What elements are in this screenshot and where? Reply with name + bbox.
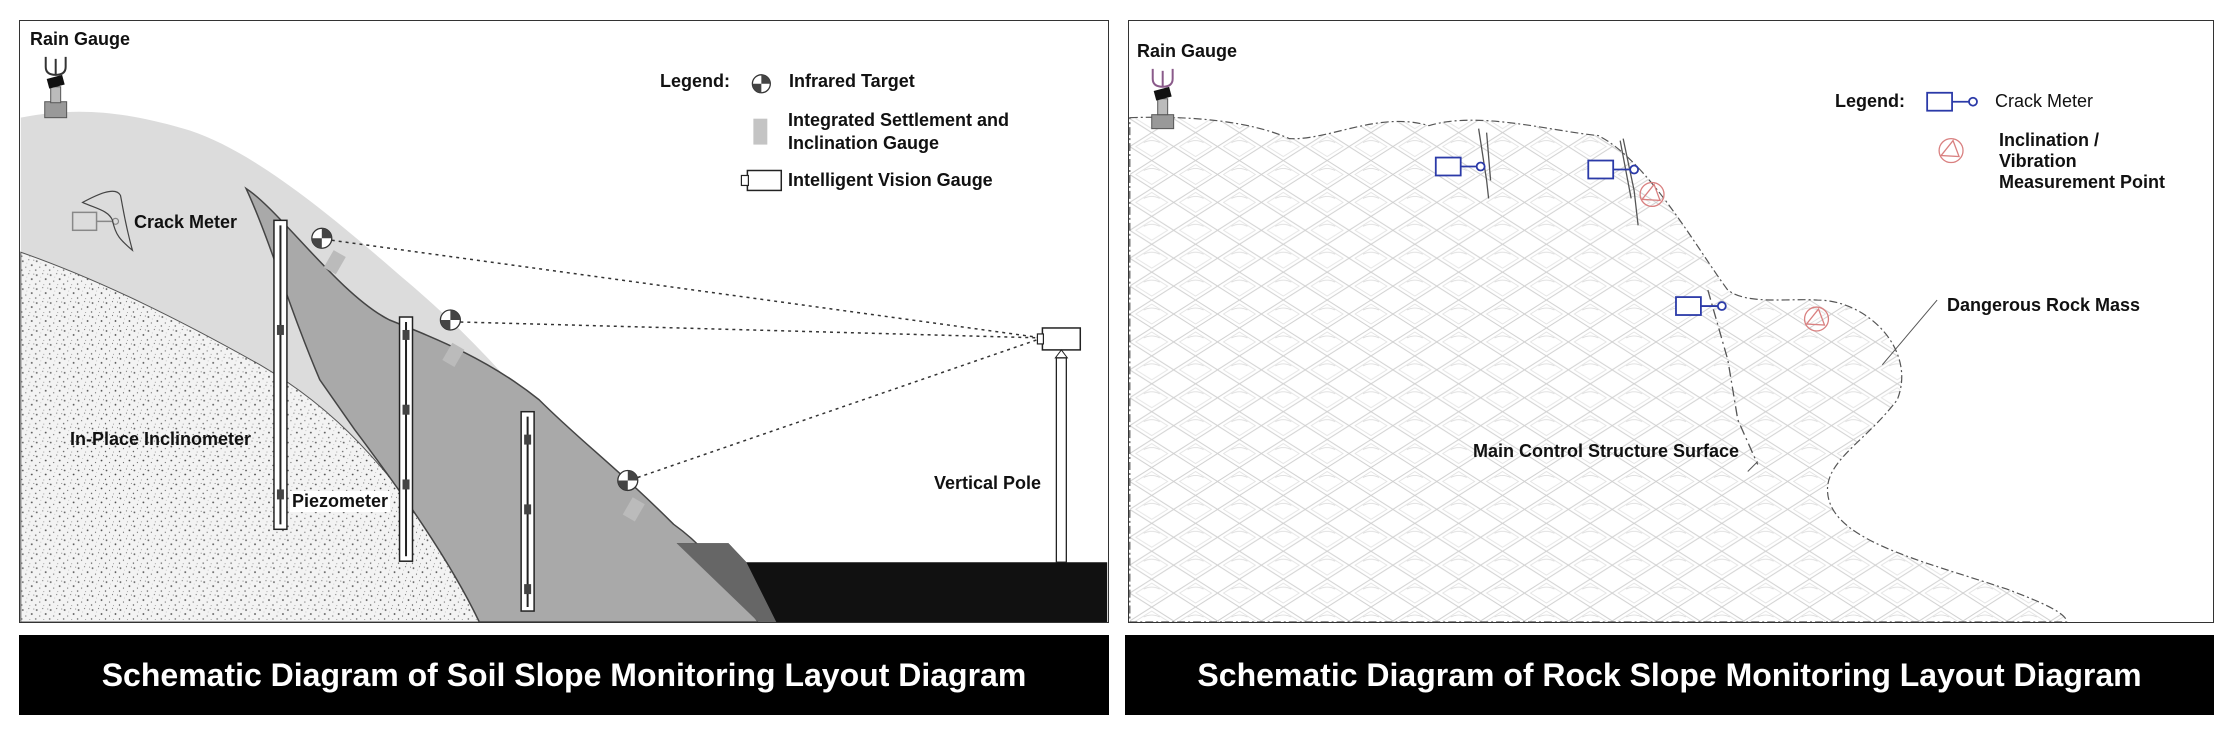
rock-diagram-title: Schematic Diagram of Rock Slope Monitori… (1125, 635, 2214, 715)
vision-gauge-icon (1036, 327, 1082, 351)
legend-settlement-label-1: Integrated Settlement and (788, 110, 1010, 130)
dangerous-rock-label: Dangerous Rock Mass (1947, 295, 2141, 315)
inclinometer-tubes (273, 219, 535, 612)
crack-meter-label: Crack Meter (134, 212, 238, 232)
infrared-target-icon (439, 309, 465, 368)
legend-incl-label-2: Vibration (1999, 151, 2077, 171)
rock-slope-diagram: Rain Gauge Legend: Crack Meter Inclinati… (1128, 20, 2214, 623)
legend-incl-label-3: Measurement Point (1999, 172, 2166, 192)
infrared-target-icon (617, 469, 645, 522)
main-control-label: Main Control Structure Surface (1473, 441, 1740, 461)
inclination-point-icon (1803, 306, 1830, 332)
soil-slope-diagram: Rain Gauge Legend: Infrared Target Integ… (19, 20, 1109, 623)
sight-lines (331, 239, 1043, 479)
soil-slope-drawing (20, 56, 1108, 622)
legend-label: Legend: (1835, 91, 1905, 111)
rain-gauge-label: Rain Gauge (1137, 41, 1238, 61)
vertical-pole (1054, 349, 1069, 563)
soil-diagram-title: Schematic Diagram of Soil Slope Monitori… (19, 635, 1109, 715)
inclination-point-icon (1639, 181, 1665, 208)
infrared-target-icon (311, 227, 346, 275)
legend-settlement-label-2: Inclination Gauge (788, 133, 940, 153)
infrared-target-icon (751, 74, 771, 94)
crack-meter-icon (1587, 159, 1640, 180)
inclination-point-icon (1938, 137, 1964, 164)
rain-gauge-icon (1151, 68, 1175, 130)
rain-gauge-label: Rain Gauge (30, 29, 131, 49)
vision-gauge-icon (740, 169, 783, 192)
crack-meter-icon (1675, 296, 1727, 316)
settlement-gauge-icon (753, 118, 768, 145)
rock-mass (1129, 116, 2068, 622)
legend-vision-label: Intelligent Vision Gauge (788, 170, 993, 190)
rock-slope-drawing (1129, 68, 2068, 622)
crack-meter-icon (1926, 91, 1978, 112)
crack-meter-icon (71, 190, 134, 252)
legend-crack-label: Crack Meter (1995, 91, 2094, 111)
crack-meter-icon (1434, 156, 1486, 177)
legend-infrared-label: Infrared Target (789, 71, 915, 91)
piezometer-label: Piezometer (290, 491, 391, 512)
vertical-pole-label: Vertical Pole (934, 473, 1042, 493)
legend-incl-label-1: Inclination / (1999, 130, 2100, 150)
legend-label: Legend: (660, 71, 730, 91)
main-control-surface-line (1707, 289, 1759, 465)
inclinometer-label: In-Place Inclinometer (70, 429, 252, 449)
rain-gauge-icon (44, 56, 68, 119)
ground-block (676, 543, 1108, 622)
